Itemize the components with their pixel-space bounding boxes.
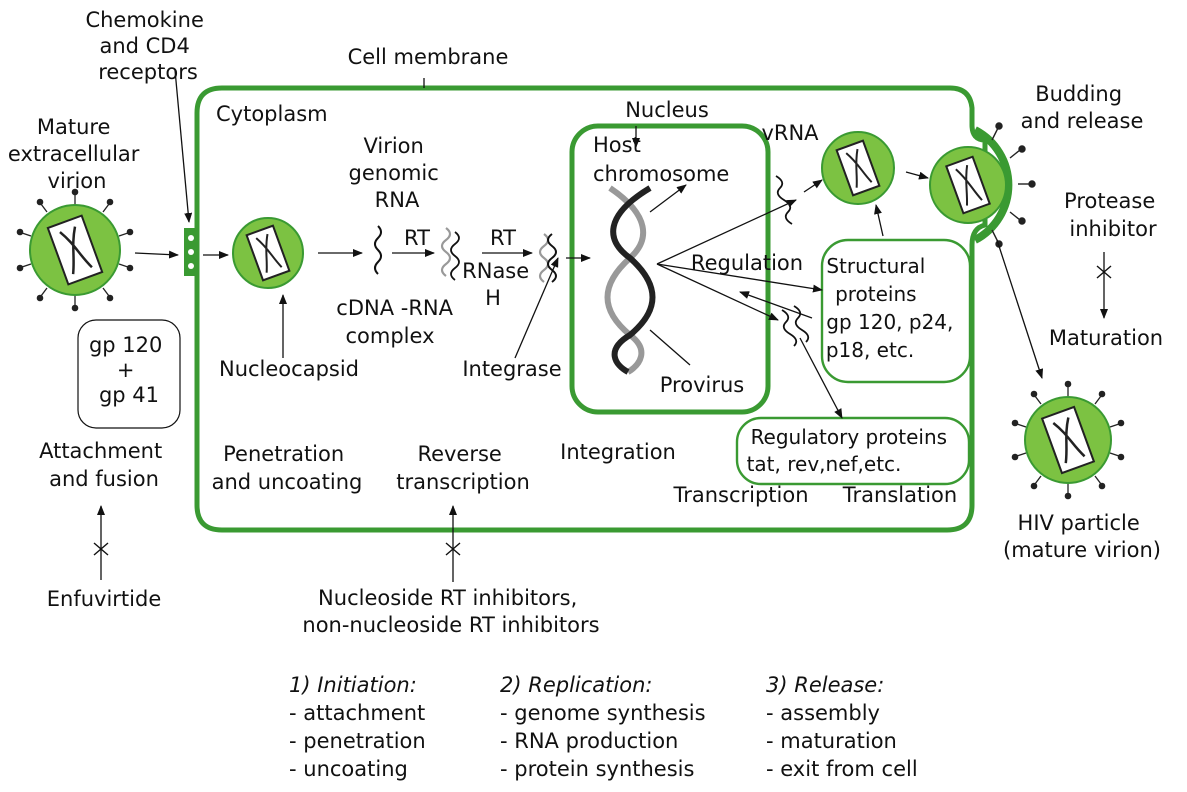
stage-release: 3) Release: - assembly - maturation - ex…	[766, 673, 918, 781]
label-reverse: Reverse transcription	[396, 442, 530, 494]
gp-box	[77, 319, 181, 429]
svg-text:- penetration: - penetration	[289, 729, 426, 753]
label-mature-virion: Mature extracellular virion	[8, 115, 146, 193]
vrna-strand	[775, 175, 793, 225]
genomic-rna-strand	[374, 225, 382, 275]
label-rnase: RNase H	[462, 259, 536, 310]
svg-text:1) Initiation:: 1) Initiation:	[289, 673, 417, 697]
label-cell-membrane: Cell membrane	[348, 45, 509, 69]
label-provirus: Provirus	[660, 373, 744, 397]
stage-initiation: 1) Initiation: - attachment - penetratio…	[289, 673, 426, 781]
label-transcription: Transcription	[672, 483, 808, 507]
svg-text:2) Replication:: 2) Replication:	[500, 673, 652, 697]
assembling-virion-icon	[821, 131, 895, 205]
flow-arrows	[97, 69, 1108, 582]
cdna-rna-strand	[440, 227, 460, 281]
label-attachment: Attachment and fusion	[39, 439, 169, 491]
label-rt2: RT	[490, 226, 516, 250]
label-structural: Structural proteins gp 120, p24, p18, et…	[826, 254, 960, 362]
dsdna-strand	[538, 233, 557, 283]
inhibition-marks	[93, 265, 1112, 556]
label-nucleus: Nucleus	[625, 98, 709, 122]
label-gp: gp 120 + gp 41	[89, 333, 169, 407]
label-enfuvirtide: Enfuvirtide	[47, 587, 162, 611]
mature-hiv-particle-icon	[1011, 380, 1125, 500]
mrna-strand	[781, 309, 798, 347]
label-budding: Budding and release	[1021, 82, 1144, 133]
structural-proteins-box	[820, 238, 972, 384]
svg-text:- uncoating: - uncoating	[289, 757, 408, 781]
svg-text:- maturation: - maturation	[766, 729, 897, 753]
label-nucleocapsid: Nucleocapsid	[219, 357, 359, 381]
mrna-strand-2	[793, 305, 810, 343]
svg-text:- protein synthesis: - protein synthesis	[500, 757, 694, 781]
nucleus-boundary	[569, 123, 771, 415]
label-cytoplasm: Cytoplasm	[216, 102, 328, 126]
label-rt1: RT	[404, 226, 430, 250]
label-integration: Integration	[560, 440, 676, 464]
svg-text:- genome synthesis: - genome synthesis	[500, 701, 706, 725]
label-integrase: Integrase	[462, 357, 561, 381]
label-chemokine: Chemokine and CD4 receptors	[85, 8, 210, 84]
svg-text:- exit from cell: - exit from cell	[766, 757, 918, 781]
label-protease: Protease inhibitor	[1064, 189, 1162, 241]
receptor-icon	[184, 228, 198, 276]
label-cdna: cDNA -RNA complex	[336, 296, 459, 348]
virion-extracellular-icon	[16, 188, 134, 312]
label-regulation: Regulation	[691, 251, 803, 275]
regulatory-proteins-box	[735, 416, 971, 486]
label-regulatory: Regulatory proteins tat, rev,nef,etc.	[747, 425, 954, 476]
svg-text:- attachment: - attachment	[289, 701, 425, 725]
label-translation: Translation	[842, 483, 957, 507]
svg-text:3) Release:: 3) Release:	[766, 673, 884, 697]
svg-text:- RNA production: - RNA production	[500, 729, 678, 753]
stage-replication: 2) Replication: - genome synthesis - RNA…	[500, 673, 706, 781]
label-nrti: Nucleoside RT inhibitors, non-nucleoside…	[302, 586, 599, 637]
label-penetration: Penetration and uncoating	[212, 442, 363, 494]
label-maturation: Maturation	[1049, 326, 1163, 350]
label-virion-rna: Virion genomic RNA	[349, 134, 446, 212]
host-chromosome-helix	[604, 185, 656, 375]
svg-text:- assembly: - assembly	[766, 701, 880, 725]
budding-membrane	[973, 126, 1013, 244]
budding-virion-icon	[929, 146, 1007, 224]
label-hiv-particle: HIV particle (mature virion)	[1003, 511, 1161, 562]
label-vrna: vRNA	[761, 121, 819, 145]
cell-membrane	[194, 85, 988, 533]
label-host-chromosome: Host chromosome	[593, 133, 729, 186]
budding-spikes	[991, 122, 1036, 248]
nucleocapsid-icon	[232, 217, 304, 289]
